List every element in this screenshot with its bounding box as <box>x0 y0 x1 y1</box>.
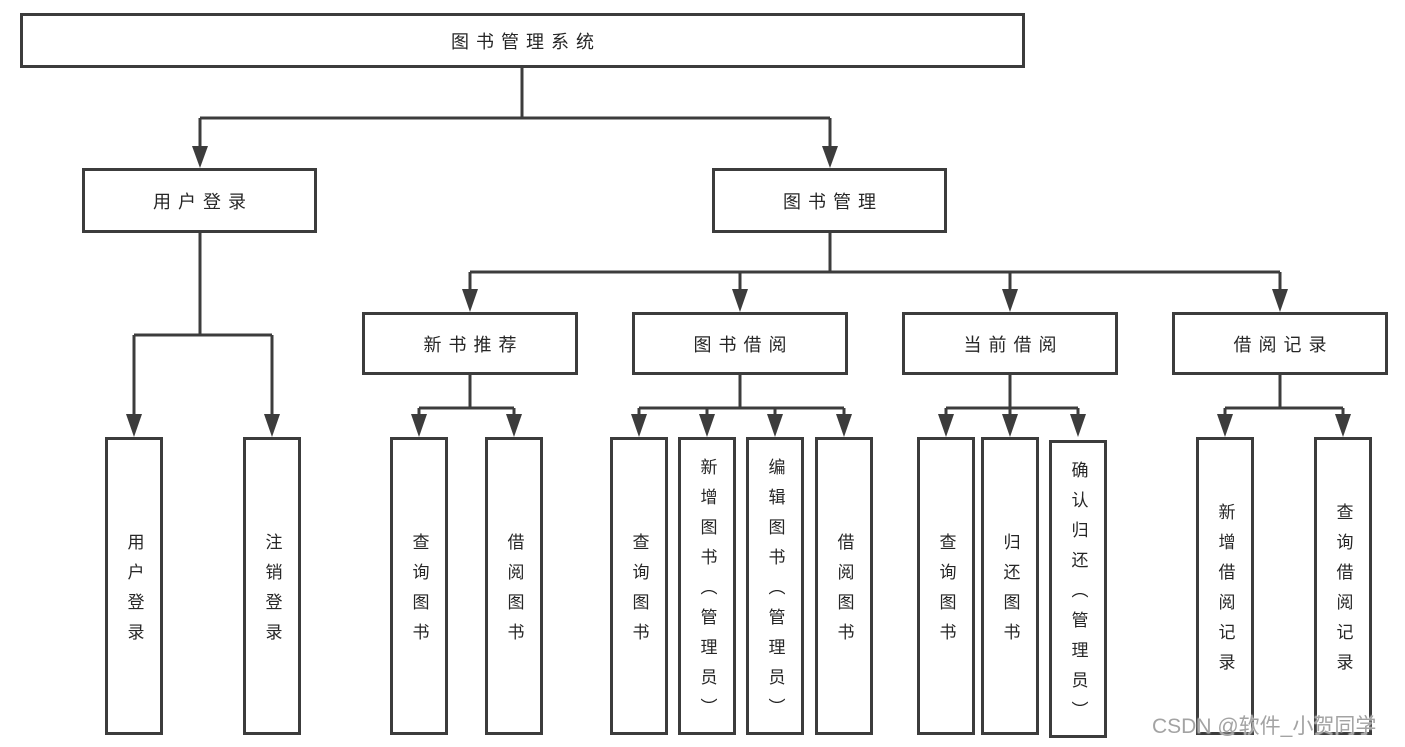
node-new-book-recommend-label: 新书推荐 <box>423 334 524 355</box>
connector-book-borrow-to-leaves <box>631 375 852 437</box>
leaf-add-book-admin-label: 新增图书（管理员） <box>697 457 717 728</box>
node-user-login-label: 用户登录 <box>153 191 253 212</box>
connector-root-to-level2 <box>192 68 838 168</box>
leaf-add-borrow-record-label: 新增借阅记录 <box>1215 502 1235 683</box>
connector-new-book-to-leaves <box>411 375 522 437</box>
leaf-confirm-return-admin-label: 确认归还（管理员） <box>1068 460 1088 731</box>
leaf-query-books-current: 查询图书 <box>917 437 975 735</box>
leaf-borrow-books: 借阅图书 <box>815 437 873 735</box>
leaf-borrow-books-recommend: 借阅图书 <box>485 437 543 735</box>
node-book-management-label: 图书管理 <box>783 191 883 212</box>
node-book-borrow-label: 图书借阅 <box>693 334 794 355</box>
connector-current-borrow-to-leaves <box>938 375 1086 437</box>
node-book-management: 图书管理 <box>712 168 947 233</box>
leaf-borrow-books-label: 借阅图书 <box>834 532 854 653</box>
connector-borrow-records-to-leaves <box>1217 375 1351 437</box>
connector-user-login-to-leaves <box>126 233 280 437</box>
csdn-watermark: CSDN @软件_小贺同学 <box>1152 715 1377 738</box>
leaf-logout-label: 注销登录 <box>262 532 282 653</box>
leaf-user-login: 用户登录 <box>105 437 163 735</box>
node-current-borrow: 当前借阅 <box>902 312 1118 375</box>
leaf-return-book-label: 归还图书 <box>1000 532 1020 653</box>
node-current-borrow-label: 当前借阅 <box>963 334 1064 355</box>
node-borrow-records: 借阅记录 <box>1172 312 1388 375</box>
node-user-login: 用户登录 <box>82 168 317 233</box>
leaf-edit-book-admin-label: 编辑图书（管理员） <box>765 457 785 728</box>
leaf-user-login-label: 用户登录 <box>124 532 144 653</box>
leaf-confirm-return-admin: 确认归还（管理员） <box>1049 440 1107 738</box>
node-borrow-records-label: 借阅记录 <box>1233 334 1334 355</box>
leaf-borrow-books-recommend-label: 借阅图书 <box>504 532 524 653</box>
leaf-return-book: 归还图书 <box>981 437 1039 735</box>
connector-book-management-to-level3 <box>462 233 1288 312</box>
node-root-system-label: 图书管理系统 <box>451 31 601 52</box>
leaf-query-books-borrow: 查询图书 <box>610 437 668 735</box>
leaf-add-book-admin: 新增图书（管理员） <box>678 437 736 735</box>
leaf-add-borrow-record: 新增借阅记录 <box>1196 437 1254 735</box>
node-new-book-recommend: 新书推荐 <box>362 312 578 375</box>
leaf-query-books-recommend: 查询图书 <box>390 437 448 735</box>
leaf-query-borrow-record: 查询借阅记录 <box>1314 437 1372 735</box>
leaf-logout: 注销登录 <box>243 437 301 735</box>
leaf-query-books-borrow-label: 查询图书 <box>629 532 649 653</box>
leaf-edit-book-admin: 编辑图书（管理员） <box>746 437 804 735</box>
node-book-borrow: 图书借阅 <box>632 312 848 375</box>
leaf-query-books-current-label: 查询图书 <box>936 532 956 653</box>
leaf-query-borrow-record-label: 查询借阅记录 <box>1333 502 1353 683</box>
leaf-query-books-recommend-label: 查询图书 <box>409 532 429 653</box>
node-root-system: 图书管理系统 <box>20 13 1025 68</box>
